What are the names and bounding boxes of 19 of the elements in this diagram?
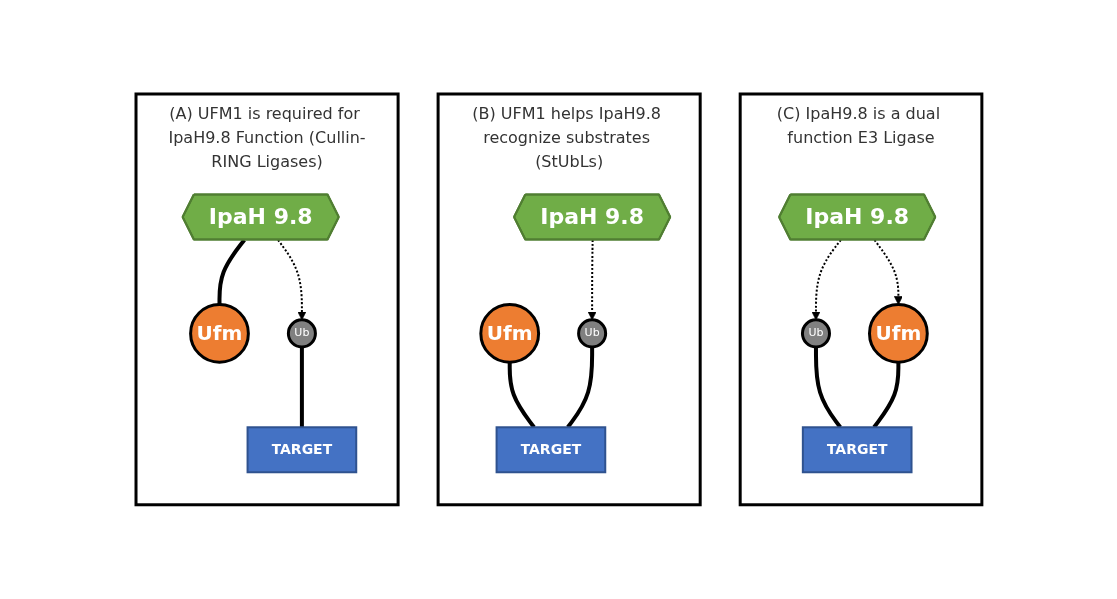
arrow	[811, 239, 842, 321]
node-circle: Ufm	[188, 303, 250, 364]
connector	[813, 347, 842, 429]
connector	[299, 347, 304, 428]
node-box: TARGET	[246, 426, 357, 474]
connector	[507, 362, 536, 429]
arrow	[587, 239, 597, 321]
arrow	[873, 239, 903, 305]
node-circle: Ub	[800, 318, 831, 349]
arrow	[276, 239, 306, 321]
node-circle: Ufm	[478, 303, 540, 364]
node-circle: Ub	[286, 318, 317, 349]
node-box: TARGET	[801, 426, 913, 474]
node-circle: Ub	[576, 318, 607, 349]
connector	[565, 347, 594, 429]
node-circle: Ufm	[867, 303, 929, 364]
connector	[872, 362, 900, 429]
connector	[217, 238, 246, 305]
node-box: TARGET	[495, 426, 606, 474]
